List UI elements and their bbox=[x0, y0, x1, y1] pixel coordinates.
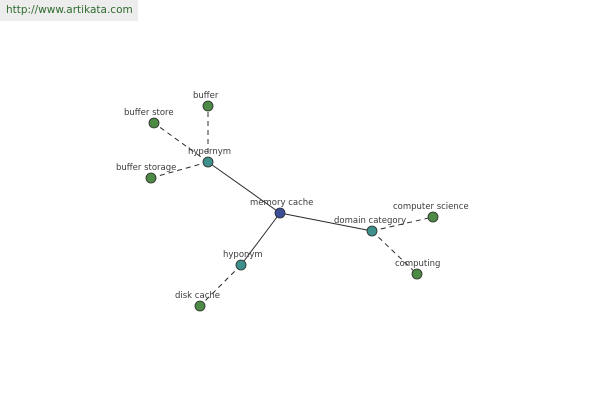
node-label-hyponym[interactable]: hyponym bbox=[223, 250, 263, 260]
node-label-buffer-store[interactable]: buffer store bbox=[124, 108, 174, 118]
edge-memory-cache-to-domain-category bbox=[279, 212, 373, 232]
node-label-memory-cache[interactable]: memory cache bbox=[250, 198, 313, 208]
edge-memory-cache-to-hypernym bbox=[207, 161, 281, 214]
node-label-computer-science[interactable]: computer science bbox=[393, 202, 469, 212]
edge-hyponym-to-disk-cache bbox=[199, 264, 242, 307]
node-label-disk-cache[interactable]: disk cache bbox=[175, 291, 220, 301]
edge-domain-category-to-computer-science bbox=[371, 216, 434, 232]
edge-hypernym-to-buffer-store bbox=[153, 122, 209, 163]
node-memory-cache[interactable] bbox=[274, 207, 286, 219]
node-domain-category[interactable] bbox=[366, 225, 378, 237]
edge-hypernym-to-buffer-storage bbox=[150, 161, 209, 179]
site-url[interactable]: http://www.artikata.com bbox=[0, 0, 138, 21]
node-label-computing[interactable]: computing bbox=[395, 259, 440, 269]
node-label-buffer[interactable]: buffer bbox=[193, 91, 219, 101]
node-hypernym[interactable] bbox=[202, 156, 214, 168]
node-computer-science[interactable] bbox=[427, 211, 439, 223]
node-computing[interactable] bbox=[411, 268, 423, 280]
node-label-hypernym[interactable]: hypernym bbox=[188, 147, 231, 157]
node-buffer-store[interactable] bbox=[148, 117, 160, 129]
node-label-buffer-storage[interactable]: buffer storage bbox=[116, 163, 176, 173]
node-label-domain-category[interactable]: domain category bbox=[334, 216, 406, 226]
node-disk-cache[interactable] bbox=[194, 300, 206, 312]
node-buffer-storage[interactable] bbox=[145, 172, 157, 184]
node-hyponym[interactable] bbox=[235, 259, 247, 271]
edge-memory-cache-to-hyponym bbox=[240, 212, 281, 266]
node-buffer[interactable] bbox=[202, 100, 214, 112]
edge-domain-category-to-computing bbox=[371, 230, 418, 275]
